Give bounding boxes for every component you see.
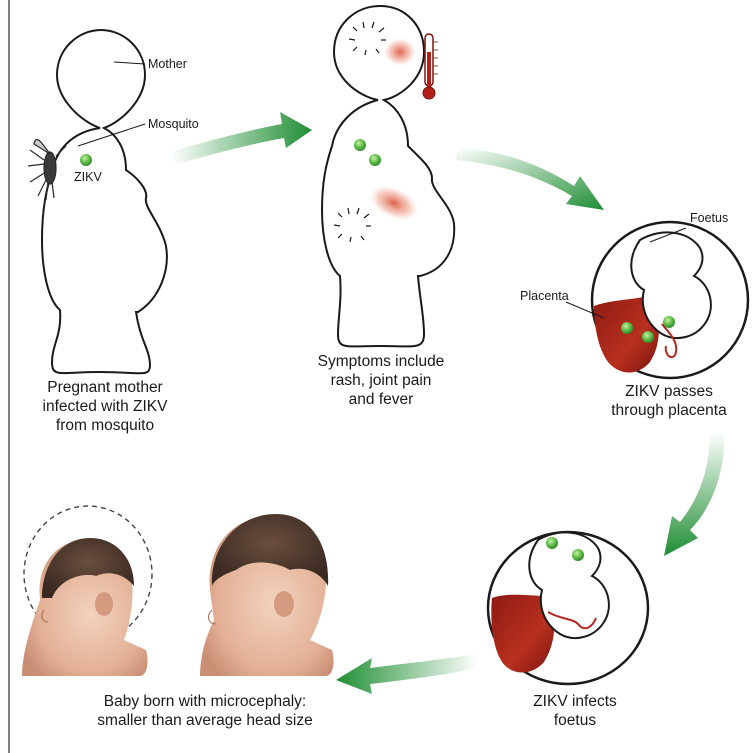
arrow-3-to-infected-foetus <box>664 432 724 556</box>
virus-label: ZIKV <box>74 170 102 184</box>
thermometer-icon <box>423 34 438 99</box>
virus-particle-icon <box>663 316 675 328</box>
virus-particle-icon <box>546 537 558 549</box>
mosquito-label: Mosquito <box>148 117 199 131</box>
stage4-uterus-circle <box>488 532 648 684</box>
stage1-caption: Pregnant mother infected with ZIKV from … <box>20 378 190 435</box>
virus-particle-icon <box>572 549 584 561</box>
mother-label: Mother <box>148 57 187 71</box>
stage4-caption: ZIKV infects foetus <box>500 692 650 730</box>
virus-particle-icon <box>642 331 654 343</box>
placenta-label: Placenta <box>520 289 569 303</box>
stage2-caption: Symptoms include rash, joint pain and fe… <box>296 352 466 409</box>
virus-particle-icon <box>621 322 633 334</box>
rash-icon <box>384 38 416 66</box>
stage5-caption: Baby born with microcephaly: smaller tha… <box>60 692 350 730</box>
stage1-mother-figure <box>42 30 167 373</box>
virus-particle-icon <box>354 139 366 151</box>
baby-with-microcephaly <box>22 506 152 676</box>
arrow-2-to-placenta <box>456 148 604 210</box>
foetus-label: Foetus <box>690 211 728 225</box>
arrow-4-to-baby <box>336 654 478 694</box>
stage3-uterus-circle <box>592 222 748 378</box>
virus-particle-icon <box>369 154 381 166</box>
stage3-caption: ZIKV passes through placenta <box>584 382 754 420</box>
baby-normal-head <box>200 514 334 676</box>
virus-particle-icon <box>80 154 92 166</box>
